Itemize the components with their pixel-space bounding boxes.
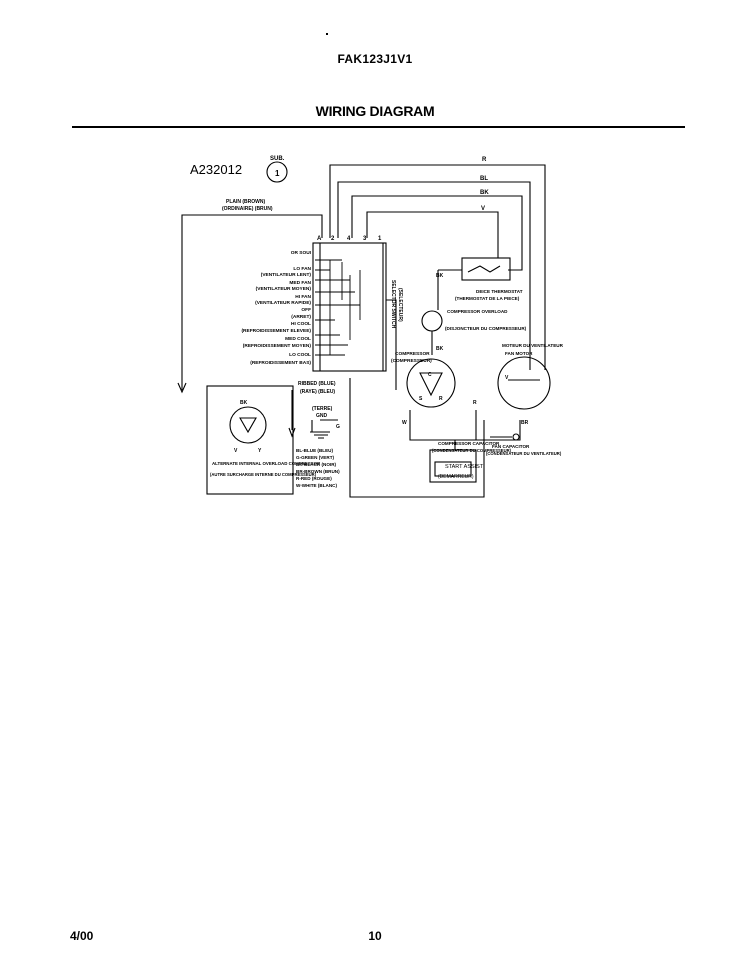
alt-overload-label: ALTERNATE INTERNAL OVERLOAD COMPRESSOR [212,461,321,466]
ground-label-fr: (TERRE) [312,406,333,412]
wire-label-bk: BK [480,190,489,196]
terminal-3: 3 [363,236,367,242]
compressor-label-fr: (COMPRESSEUR) [391,358,432,364]
switch-pos-2: (VENTILATEUR LENT) [261,272,312,278]
sub-value: 1 [275,169,280,178]
title-rule [72,126,685,128]
alt-terminal-y: Y [258,448,262,454]
selector-switch-label: SELECTOR SWITCH [390,280,396,329]
terminal-2: 2 [331,236,335,242]
switch-pos-6: (VENTILATEUR RAPIDE) [255,300,311,306]
selector-switch-label-fr: (SELECTEUR) [397,288,403,322]
ground-g: G [336,424,340,430]
wire-legend-3: BR-BROWN (BRUN) [296,469,340,474]
wire-bk-overload: BK [436,346,444,352]
ground-label: GND [316,413,328,419]
fan-capacitor-label-fr: (CONDENSATEUR DU VENTILATEUR) [486,451,562,456]
alt-overload-label-fr: (AUTRE SURCHARGE INTERNE DU COMPRESSEUR) [210,472,317,477]
footer-date: 4/00 [70,929,94,943]
sub-label: SUB. [270,156,285,162]
page-title: WIRING DIAGRAM [315,103,435,119]
fan-capacitor-label: FAN CAPACITOR [492,444,530,449]
switch-pos-13: LO COOL [289,352,311,358]
switch-pos-3: MED FAN [289,280,311,286]
overload-label: COMPRESSOR OVERLOAD [447,309,508,314]
part-code: A232012 [190,162,242,177]
wire-legend-0: BL-BLUE (BLEU) [296,448,333,453]
wire-legend-5: W-WHITE (BLANC) [296,483,337,488]
cap-terminal-r: R [473,400,477,406]
switch-pos-4: (VENTILATEUR MOYEN) [256,286,312,292]
compressor-terminal-r: R [439,396,443,402]
switch-pos-11: MED COOL [285,336,311,342]
terminal-a: A [317,236,322,242]
wire-label-r: R [482,157,487,163]
switch-pos-5: HI FAN [295,294,311,300]
wire-legend-2: BK-BLACK (NOIR) [296,462,337,467]
ribbed-legend: RIBBED (BLUE) [298,381,336,387]
switch-pos-9: HI COOL [291,321,311,327]
fan-terminal-v: V [505,375,509,381]
terminal-1: 1 [378,236,382,242]
wire-label-v: V [481,206,485,212]
compressor-terminal-c: C [428,372,432,378]
wire-w: W [402,420,407,426]
wire-legend-4: R-RED (ROUGE) [296,476,332,481]
speck [326,33,328,35]
switch-pos-10: (REFROIDISSEMENT ELEVEE) [241,328,311,334]
switch-pos-14: (REFROIDISSEMENT BAS) [250,360,311,366]
overload-label-fr: (DISJONCTEUR DU COMPRESSEUR) [445,326,527,331]
comp-capacitor-label-fr: (CONDENSATEUR DU COMPRESSEUR) [432,448,512,453]
fan-motor-label-en: FAN MOTOR [505,351,533,356]
wire-label-bl: BL [480,176,488,182]
model-number: FAK123J1V1 [337,52,413,66]
switch-pos-7: OFF [301,307,311,313]
wire-legend-1: G-GREEN (VERT) [296,455,334,460]
terminal-4: 4 [347,236,351,242]
compressor-label: COMPRESSOR [395,351,430,357]
switch-pos-8: (ARRET) [291,314,311,320]
plain-label-fr: (ORDINAIRE) (BRUN) [222,206,273,212]
plain-label: PLAIN (BROWN) [226,199,265,205]
comp-capacitor-label: COMPRESSOR CAPACITOR [438,441,500,446]
start-assist-label-fr: (DEMARREUR) [438,474,474,480]
compressor-terminal-s: S [419,396,423,402]
switch-pos-1: LO FAN [293,266,311,272]
thermostat-label-fr: (THERMOSTAT DE LA PIECE) [455,296,520,301]
alt-terminal-bk: BK [240,400,248,406]
footer-page-number: 10 [368,929,382,943]
thermostat-label: DEICE THERMOSTAT [476,289,523,294]
switch-pos-12: (REFROIDISSEMENT MOYEN) [243,343,312,349]
fan-motor-label: MOTEUR DU VENTILATEUR [502,343,564,348]
alt-terminal-v: V [234,448,238,454]
switch-pos-0: OR SOUI [291,250,312,256]
start-assist-label: START ASSIST [445,464,484,470]
wire-bk-thermostat: BK [436,273,444,279]
ribbed-legend-fr: (RAYE) (BLEU) [300,389,335,395]
wire-br: BR [521,420,529,426]
